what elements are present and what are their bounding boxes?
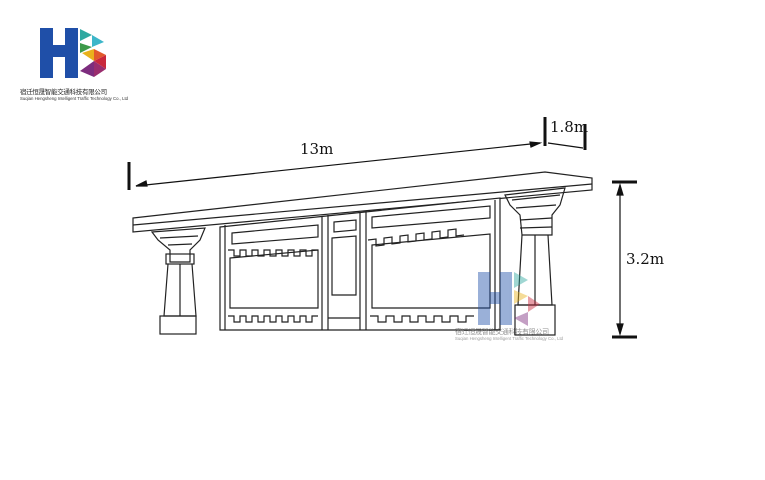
right-pillar xyxy=(504,187,566,336)
depth-dimension-line xyxy=(547,124,587,150)
company-logo: 宿迁恒晟智能交通科技有限公司 Suqian Hengsheng Intellig… xyxy=(20,25,140,105)
company-name-en: Suqian Hengsheng Intelligent Traffic Tec… xyxy=(20,96,129,101)
watermark-company-cn: 宿迁恒晟智能交通科技有限公司 xyxy=(455,328,549,336)
watermark-logo xyxy=(478,272,540,326)
company-name-cn: 宿迁恒晟智能交通科技有限公司 xyxy=(20,88,107,96)
left-pillar xyxy=(150,227,206,335)
watermark-company-en: Suqian Hengsheng Intelligent Traffic Tec… xyxy=(455,336,564,341)
length-label: 13m xyxy=(300,140,334,158)
height-label: 3.2m xyxy=(626,250,665,268)
depth-label: 1.8m xyxy=(550,118,589,136)
hs-logo-mark xyxy=(40,28,106,78)
height-dimension-line xyxy=(612,180,637,339)
length-dimension-line xyxy=(127,117,547,190)
panel-frame xyxy=(219,197,501,331)
